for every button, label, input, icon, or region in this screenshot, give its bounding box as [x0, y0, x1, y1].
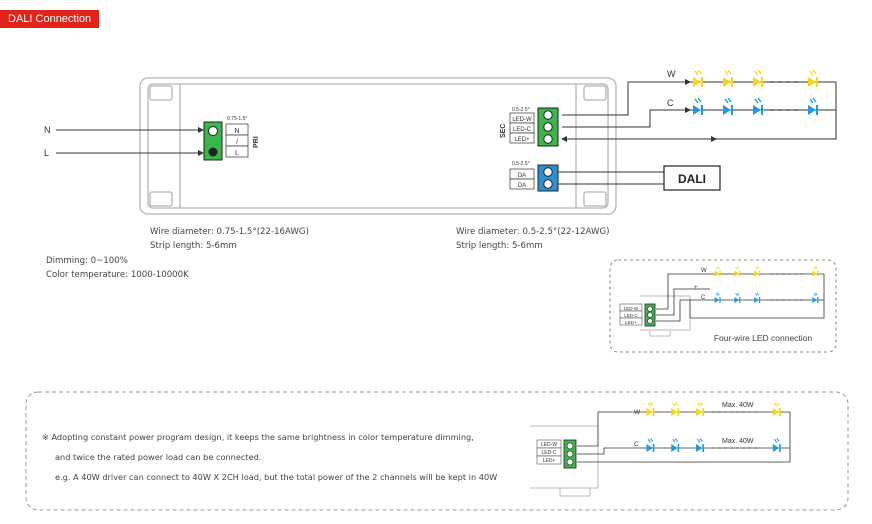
pri-terminal-l: L	[235, 150, 239, 157]
four-wire-terminal-block	[619, 303, 656, 327]
pri-terminal-block	[203, 121, 249, 161]
four-wire-label-c: C	[701, 295, 706, 301]
four-wire-label-w: W	[701, 268, 707, 274]
dali-terminal-da1: DA	[518, 173, 526, 179]
l-input-label: L	[44, 148, 49, 158]
cp-terminal-w: LED-W	[541, 442, 557, 448]
four-wire-c-leds	[714, 292, 819, 304]
dali-terminal-block	[509, 164, 559, 192]
driver-housing	[139, 77, 617, 215]
pri-terminal-blank: /	[236, 139, 238, 146]
cp-terminal-c: LED-C	[541, 450, 556, 456]
color-temperature-spec: Color temperature: 1000-10000K	[46, 270, 189, 280]
left-strip-length: Strip length: 5-6mm	[150, 241, 237, 251]
pri-spec: 0.75-1.5°	[227, 116, 247, 122]
cp-terminal-plus: LED+	[543, 458, 556, 464]
cp-w-leds	[645, 401, 782, 417]
four-wire-terminal-plus: LED+	[625, 320, 637, 325]
section-tag: DALI Connection	[0, 10, 100, 28]
dali-spec: 0.5-2.5°	[512, 161, 530, 167]
c-led-string	[692, 97, 819, 116]
four-wire-caption: Four-wire LED connection	[714, 333, 813, 343]
cp-label-w: W	[634, 409, 641, 416]
four-wire-inset	[609, 259, 837, 353]
sec-terminal-block	[509, 107, 559, 147]
cp-max-c: Max. 40W	[722, 438, 754, 445]
sec-terminal-plus: LED+	[514, 137, 530, 143]
dimming-spec: Dimming: 0~100%	[46, 256, 128, 266]
cp-c-leds	[645, 437, 782, 453]
four-wire-label-plus: +	[694, 285, 698, 291]
pri-title: PRI	[253, 136, 260, 148]
right-strip-length: Strip length: 5-6mm	[456, 241, 543, 251]
four-wire-w-leds	[714, 265, 819, 278]
constant-power-box	[25, 391, 849, 511]
left-wire-diameter: Wire diameter: 0.75-1.5°(22-16AWG)	[150, 227, 309, 237]
four-wire-terminal-w: LED-W	[624, 306, 639, 311]
sec-title: SEC	[500, 124, 507, 138]
sec-terminal-c: LED-C	[513, 127, 532, 133]
cp-max-w: Max. 40W	[722, 402, 754, 409]
dali-bus-box	[663, 165, 721, 191]
cp-label-c: C	[634, 441, 639, 448]
sec-terminal-w: LED-W	[512, 117, 532, 123]
constant-power-terminal-block	[536, 439, 577, 469]
four-wire-wires	[656, 273, 825, 322]
w-channel-label: W	[667, 69, 676, 79]
c-channel-label: C	[667, 98, 674, 108]
dali-bus-label: DALI	[678, 172, 706, 186]
dali-bus-wires	[558, 171, 664, 185]
constant-power-note-2: and twice the rated power load can be co…	[55, 452, 262, 462]
constant-power-note-3: e.g. A 40W driver can connect to 40W X 2…	[55, 472, 498, 482]
constant-power-housing	[530, 425, 599, 497]
constant-power-note-1: ※ Adopting constant power program design…	[42, 432, 474, 442]
sec-spec: 0.5-2.5°	[512, 107, 530, 113]
dali-terminal-da2: DA	[518, 183, 526, 189]
w-led-string	[692, 69, 819, 88]
pri-terminal-n: N	[234, 128, 239, 135]
four-wire-terminal-c: LED-C	[624, 313, 638, 318]
cp-wires	[577, 411, 791, 463]
n-input-label: N	[44, 125, 51, 135]
right-wire-diameter: Wire diameter: 0.5-2.5°(22-12AWG)	[456, 227, 610, 237]
